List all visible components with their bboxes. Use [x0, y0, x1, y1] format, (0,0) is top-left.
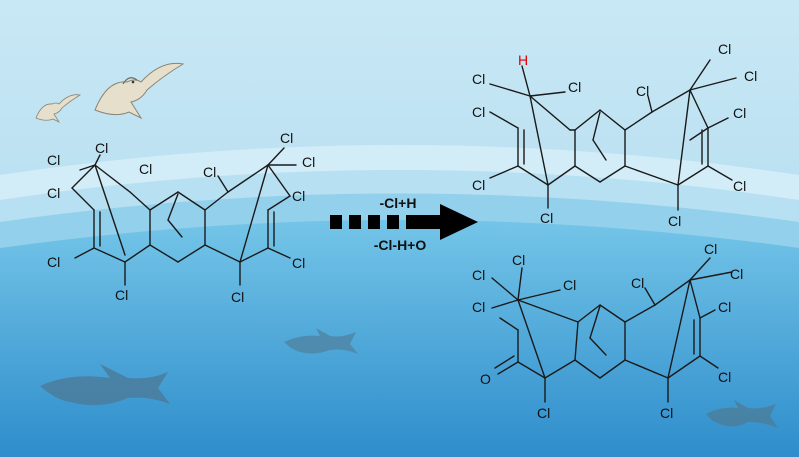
- seagull-icon: [35, 94, 82, 123]
- atom-cl: Cl: [660, 405, 673, 421]
- atom-cl: Cl: [231, 289, 244, 305]
- atom-cl: Cl: [704, 241, 717, 257]
- arrow-right-icon: [440, 204, 478, 240]
- atom-cl: Cl: [631, 275, 644, 291]
- atom-cl: Cl: [668, 213, 681, 229]
- atom-cl: Cl: [115, 287, 128, 303]
- atom-cl: Cl: [47, 152, 60, 168]
- atom-cl: Cl: [472, 71, 485, 87]
- atom-cl: Cl: [537, 405, 550, 421]
- atom-cl: Cl: [718, 41, 731, 57]
- reaction-condition-top: -Cl+H: [380, 195, 417, 211]
- reaction-condition-bottom: -Cl-H+O: [374, 237, 427, 253]
- atom-cl: Cl: [280, 130, 293, 146]
- atom-cl: Cl: [139, 161, 152, 177]
- atom-cl: Cl: [718, 299, 731, 315]
- atom-cl: Cl: [540, 210, 553, 226]
- atom-cl: Cl: [568, 79, 581, 95]
- atom-cl: Cl: [95, 140, 108, 156]
- atom-h: H: [518, 52, 528, 68]
- molecule-product-ketone: Cl Cl Cl Cl O Cl Cl Cl Cl Cl Cl Cl: [472, 241, 743, 421]
- atom-cl: Cl: [744, 68, 757, 84]
- atom-cl: Cl: [718, 369, 731, 385]
- shark-icon: [40, 364, 170, 406]
- reaction-arrow: -Cl+H -Cl-H+O: [330, 195, 478, 253]
- seagull-icon: [94, 62, 185, 120]
- atom-cl: Cl: [47, 254, 60, 270]
- atom-cl: Cl: [292, 255, 305, 271]
- atom-cl: Cl: [472, 104, 485, 120]
- atom-cl: Cl: [733, 178, 746, 194]
- atom-cl: Cl: [512, 252, 525, 268]
- atom-cl: Cl: [563, 277, 576, 293]
- atom-o: O: [480, 371, 491, 387]
- molecule-reactant: Cl Cl Cl Cl Cl Cl Cl Cl Cl Cl Cl Cl: [47, 130, 315, 305]
- sea-background: [0, 220, 799, 457]
- shark-icon: [706, 400, 778, 428]
- atom-cl: Cl: [733, 105, 746, 121]
- atom-cl: Cl: [730, 266, 743, 282]
- atom-cl: Cl: [203, 164, 216, 180]
- atom-cl: Cl: [472, 299, 485, 315]
- shark-icon: [284, 328, 358, 354]
- atom-cl: Cl: [472, 177, 485, 193]
- atom-cl: Cl: [292, 188, 305, 204]
- molecule-product-hydro: H Cl Cl Cl Cl Cl Cl Cl Cl Cl Cl Cl: [472, 41, 757, 229]
- atom-cl: Cl: [472, 267, 485, 283]
- atom-cl: Cl: [47, 185, 60, 201]
- atom-cl: Cl: [302, 154, 315, 170]
- atom-cl: Cl: [636, 83, 649, 99]
